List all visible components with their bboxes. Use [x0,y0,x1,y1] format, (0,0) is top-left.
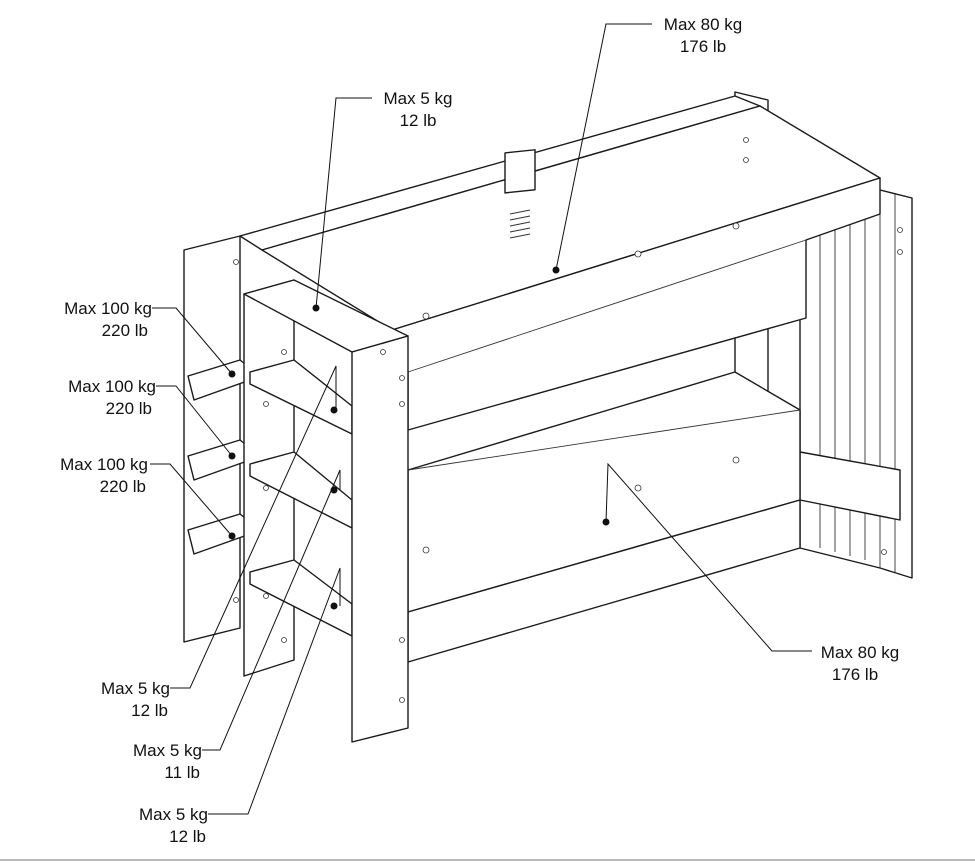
label-step-2-lb: 220 lb [106,399,152,418]
label-step-2-kg: Max 100 kg [68,377,156,396]
label-top-rail-kg: Max 5 kg [384,89,453,108]
label-shelf-2-kg: Max 5 kg [133,741,202,760]
label-top-rail-lb: 12 lb [400,111,437,130]
label-upper-bed-kg: Max 80 kg [664,15,742,34]
label-step-3-kg: Max 100 kg [60,455,148,474]
ladder-shelf-unit [183,235,409,743]
label-shelf-1-lb: 12 lb [131,701,168,720]
label-step-3-lb: 220 lb [100,477,146,496]
label-upper-bed-lb: 176 lb [680,37,726,56]
label-step-1-kg: Max 100 kg [64,299,152,318]
front-post [351,335,409,743]
label-lower-bed-kg: Max 80 kg [821,643,899,662]
leader-lines [150,23,812,815]
bed-frame [239,91,913,663]
label-step-1-lb: 220 lb [102,321,148,340]
label-shelf-3-lb: 12 lb [169,827,206,846]
load-dot-shelf-3 [330,602,338,610]
label-shelf-1-kg: Max 5 kg [101,679,170,698]
label-shelf-2-lb: 11 lb [164,763,200,782]
label-shelf-3-kg: Max 5 kg [139,805,208,824]
load-labels: Max 5 kg 12 lb Max 80 kg 176 lb Max 80 k… [60,15,899,846]
label-lower-bed-lb: 176 lb [832,665,878,684]
screw-holes [233,137,903,703]
ladder-back-side [183,235,241,643]
